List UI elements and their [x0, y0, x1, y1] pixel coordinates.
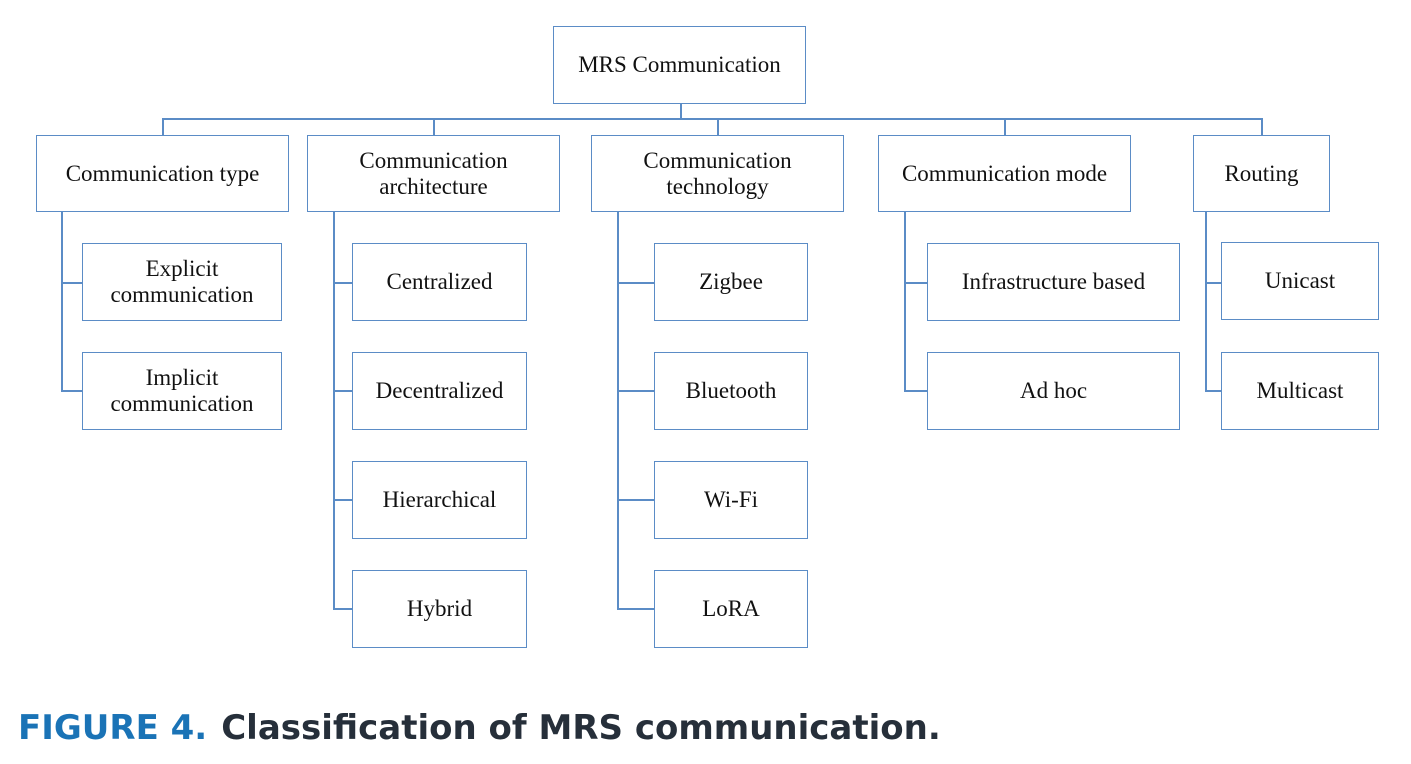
spine-mode [904, 211, 906, 392]
leaf-decentralized: Decentralized [352, 352, 527, 430]
category-communication-technology: Communication technology [591, 135, 844, 212]
branch-connector-type [162, 118, 164, 136]
category-routing: Routing [1193, 135, 1330, 212]
leaf-lora: LoRA [654, 570, 808, 648]
category-label: Routing [1224, 160, 1299, 186]
root-node-label: MRS Communication [578, 52, 781, 77]
leaf-label: Multicast [1256, 378, 1344, 403]
branch-connector-technology [717, 118, 719, 136]
spine-architecture [333, 211, 335, 610]
leaf-centralized: Centralized [352, 243, 527, 321]
figure-caption-text: Classification of MRS communication. [221, 708, 941, 748]
leaf-infrastructure-based: Infrastructure based [927, 243, 1180, 321]
tick-hierarchical [333, 499, 353, 501]
leaf-label: LoRA [702, 596, 760, 621]
spine-technology [617, 211, 619, 610]
category-communication-mode: Communication mode [878, 135, 1131, 212]
category-communication-architecture: Communication architecture [307, 135, 560, 212]
leaf-wifi: Wi-Fi [654, 461, 808, 539]
root-node: MRS Communication [553, 26, 806, 104]
tick-lora [617, 608, 655, 610]
tick-zigbee [617, 282, 655, 284]
tick-infrastructure [904, 282, 928, 284]
branch-connector-architecture [433, 118, 435, 136]
leaf-label: Hierarchical [382, 487, 497, 512]
category-label: Communication architecture [359, 147, 508, 199]
figure-caption: FIGURE 4. Classification of MRS communica… [18, 700, 1398, 756]
tick-decentralized [333, 390, 353, 392]
leaf-hierarchical: Hierarchical [352, 461, 527, 539]
leaf-hybrid: Hybrid [352, 570, 527, 648]
leaf-label: Infrastructure based [961, 269, 1146, 294]
figure-label: FIGURE 4. [18, 708, 208, 748]
leaf-label: Centralized [386, 269, 493, 294]
leaf-label: Bluetooth [685, 378, 777, 403]
branch-connector-mode [1004, 118, 1006, 136]
branch-connector-routing [1261, 118, 1263, 136]
leaf-label: Explicit communication [110, 256, 254, 307]
tick-implicit [61, 390, 83, 392]
horizontal-connector [162, 118, 1263, 120]
leaf-label: Decentralized [375, 378, 504, 403]
leaf-label: Ad hoc [1019, 378, 1088, 403]
leaf-multicast: Multicast [1221, 352, 1379, 430]
spine-type [61, 211, 63, 392]
category-communication-type: Communication type [36, 135, 289, 212]
leaf-bluetooth: Bluetooth [654, 352, 808, 430]
leaf-label: Hybrid [406, 596, 473, 621]
tick-bluetooth [617, 390, 655, 392]
tick-hybrid [333, 608, 353, 610]
leaf-explicit-communication: Explicit communication [82, 243, 282, 321]
tick-unicast [1205, 282, 1222, 284]
leaf-label: Implicit communication [110, 365, 254, 416]
leaf-unicast: Unicast [1221, 242, 1379, 320]
root-connector [680, 103, 682, 119]
leaf-ad-hoc: Ad hoc [927, 352, 1180, 430]
tick-multicast [1205, 390, 1222, 392]
spine-routing [1205, 211, 1207, 392]
leaf-label: Wi-Fi [703, 487, 759, 512]
tick-wifi [617, 499, 655, 501]
tick-centralized [333, 282, 353, 284]
leaf-zigbee: Zigbee [654, 243, 808, 321]
leaf-label: Zigbee [699, 269, 763, 294]
category-label: Communication mode [901, 160, 1108, 186]
leaf-implicit-communication: Implicit communication [82, 352, 282, 430]
category-label: Communication technology [643, 147, 792, 199]
tick-explicit [61, 282, 83, 284]
tick-adhoc [904, 390, 928, 392]
category-label: Communication type [65, 160, 260, 186]
leaf-label: Unicast [1264, 268, 1336, 293]
